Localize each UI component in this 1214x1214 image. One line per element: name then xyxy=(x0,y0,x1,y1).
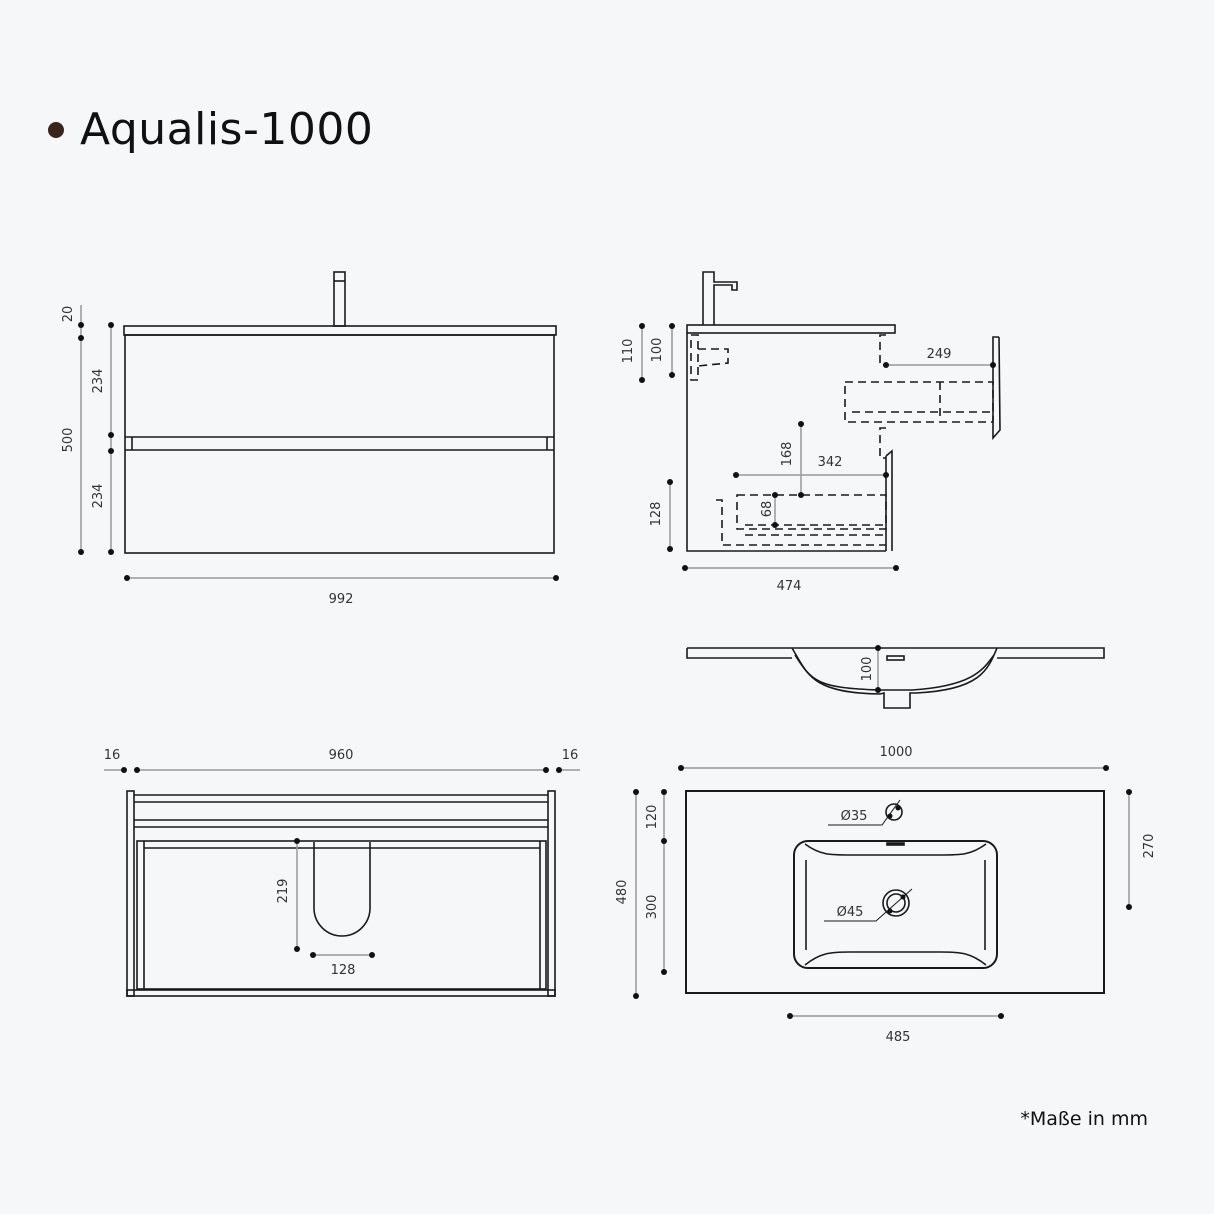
dim-480: 480 xyxy=(615,880,630,905)
dim-128: 128 xyxy=(649,502,664,527)
side-view xyxy=(686,271,1001,552)
dim-120: 120 xyxy=(645,805,660,830)
units-footnote: *Maße in mm xyxy=(1020,1108,1148,1130)
dim-lower-drawer: 234 xyxy=(91,484,106,509)
dim-128-cutout: 128 xyxy=(331,963,356,978)
dim-270: 270 xyxy=(1142,834,1157,859)
dim-upper-drawer: 234 xyxy=(91,369,106,394)
dim-68: 68 xyxy=(760,501,775,518)
front-view xyxy=(123,271,557,554)
page-title: Aqualis-1000 xyxy=(48,104,373,155)
product-name: Aqualis-1000 xyxy=(80,104,374,155)
dim-960: 960 xyxy=(329,748,354,763)
dim-1000: 1000 xyxy=(879,745,912,760)
dim-168: 168 xyxy=(780,442,795,467)
dim-110: 110 xyxy=(621,339,636,364)
dim-474: 474 xyxy=(777,579,802,594)
basin-section xyxy=(686,647,1105,709)
dim-249: 249 xyxy=(927,347,952,362)
dim-right-16: 16 xyxy=(562,748,579,763)
dim-300: 300 xyxy=(645,895,660,920)
dim-342: 342 xyxy=(818,455,843,470)
dim-basin-depth: 100 xyxy=(860,657,875,682)
dim-total-height: 500 xyxy=(61,428,76,453)
dim-485: 485 xyxy=(886,1030,911,1045)
dim-drain: Ø45 xyxy=(837,905,864,920)
dim-100: 100 xyxy=(650,338,665,363)
cabinet-top-view xyxy=(126,790,556,997)
dim-tap-hole: Ø35 xyxy=(841,809,868,824)
dim-top-slab: 20 xyxy=(61,306,76,323)
dim-width: 992 xyxy=(329,592,354,607)
basin-top-view xyxy=(685,790,1105,994)
bullet-icon xyxy=(48,121,64,138)
dim-219: 219 xyxy=(276,879,291,904)
dim-left-16: 16 xyxy=(104,748,121,763)
